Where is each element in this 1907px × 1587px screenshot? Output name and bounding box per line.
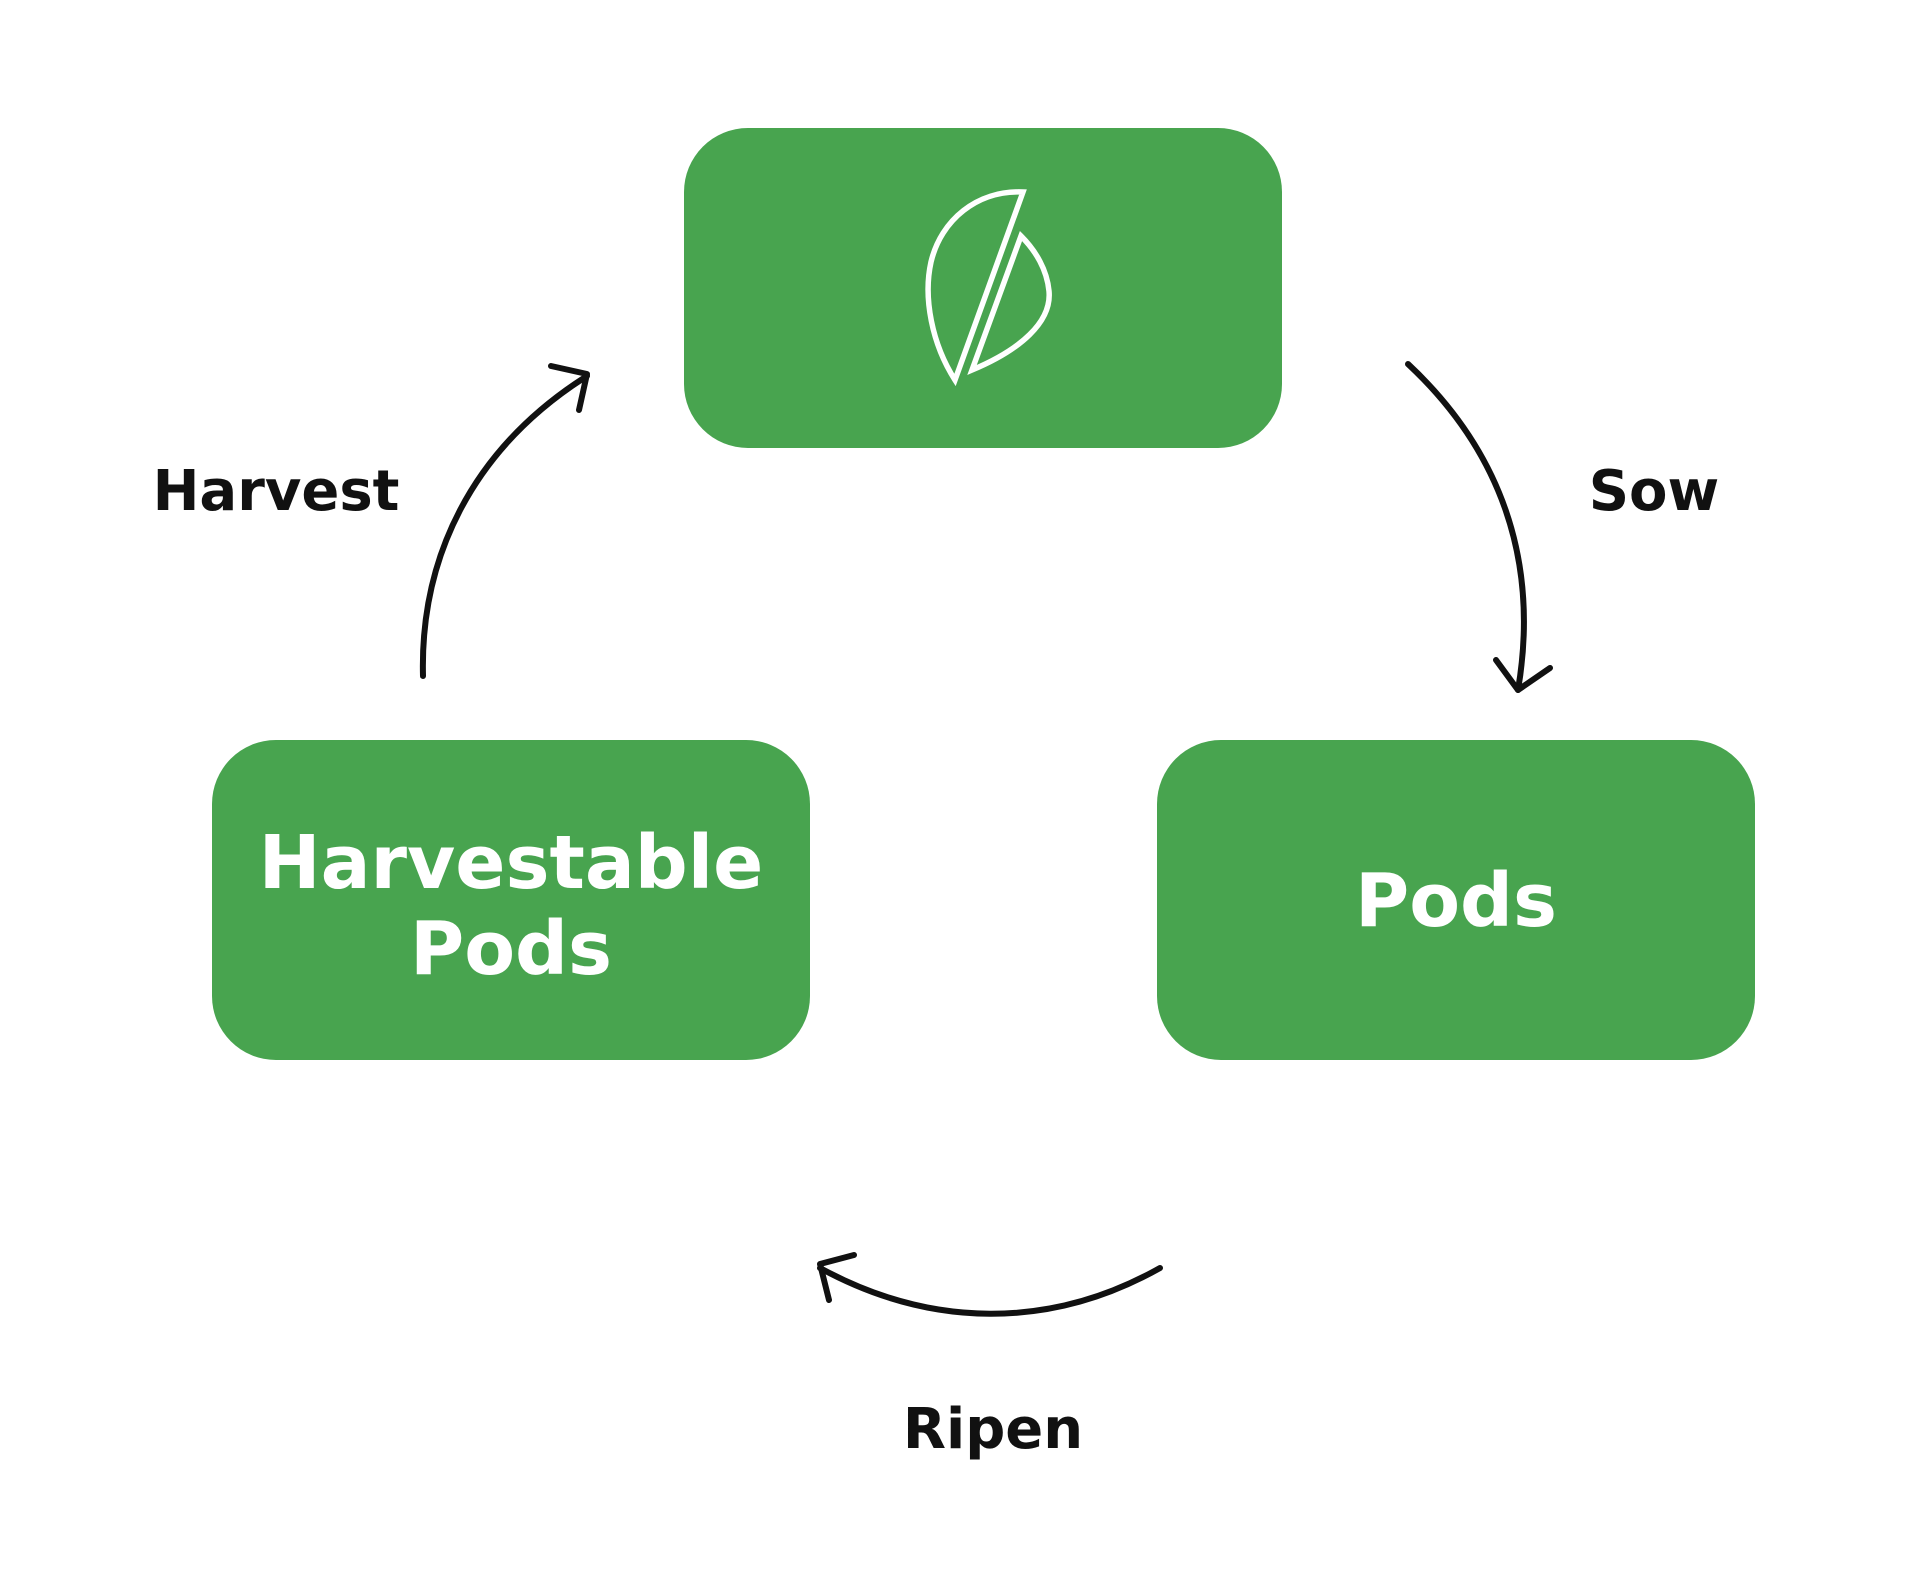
arrow-sow-curve: [1405, 361, 1527, 693]
arrow-ripen-curve: [817, 1265, 1163, 1317]
arrow-harvest: [419, 363, 590, 679]
node-harvestable-pods-line2: Pods: [410, 906, 612, 992]
edge-label-harvest: Harvest: [153, 459, 400, 524]
edge-label-sow: Sow: [1589, 459, 1720, 524]
node-top-box: [684, 128, 1282, 448]
arrow-ripen-head: [817, 1252, 857, 1303]
node-pods-label: Pods: [1355, 858, 1557, 944]
leaf-logo-icon: [925, 189, 1052, 387]
node-pods-box: [1157, 740, 1755, 1060]
edge-label-ripen: Ripen: [903, 1397, 1083, 1462]
node-harvestable-pods: Harvestable Pods: [212, 740, 810, 1060]
node-harvestable-pods-line1: Harvestable: [259, 820, 764, 906]
node-harvestable-pods-box: [212, 740, 810, 1060]
node-pods: Pods: [1157, 740, 1755, 1060]
arrow-sow-head: [1493, 657, 1553, 693]
arrow-ripen: [817, 1252, 1163, 1317]
arrow-harvest-curve: [419, 373, 590, 679]
arrow-sow: [1405, 361, 1553, 693]
node-top: [684, 128, 1282, 448]
arrow-harvest-head: [548, 363, 590, 413]
